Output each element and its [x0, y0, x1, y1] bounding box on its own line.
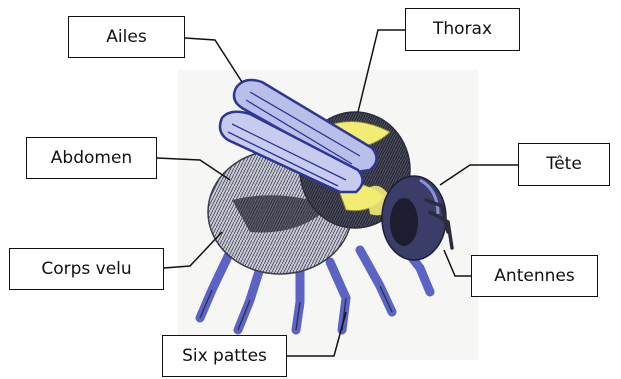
- label-wings-text: Ailes: [106, 29, 146, 46]
- label-head-text: Tête: [546, 156, 582, 173]
- label-head: Tête: [518, 143, 610, 186]
- label-antennae: Antennes: [471, 255, 598, 297]
- label-abdomen-text: Abdomen: [51, 150, 132, 167]
- label-hairy-body: Corps velu: [9, 248, 164, 290]
- label-thorax: Thorax: [405, 8, 520, 51]
- label-wings: Ailes: [68, 16, 185, 58]
- label-hairy-body-text: Corps velu: [41, 261, 131, 278]
- label-antennae-text: Antennes: [494, 268, 574, 285]
- bee-head: [382, 176, 446, 260]
- label-six-legs: Six pattes: [162, 335, 287, 377]
- label-six-legs-text: Six pattes: [182, 348, 267, 365]
- label-abdomen: Abdomen: [26, 137, 157, 179]
- label-thorax-text: Thorax: [433, 21, 492, 38]
